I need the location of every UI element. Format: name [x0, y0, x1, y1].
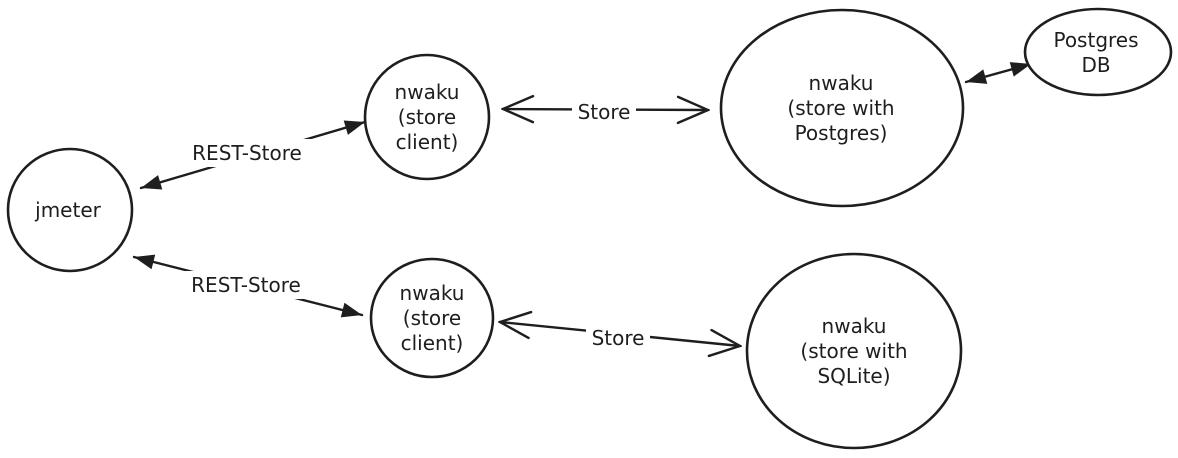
node-label-line: nwaku	[822, 314, 887, 338]
node-nwaku-store-postgres-shape	[719, 8, 965, 208]
edge-label-store-top: Store	[578, 100, 631, 124]
node-nwaku-store-sqlite: nwaku (store with SQLite)	[745, 252, 963, 450]
node-jmeter-label: jmeter	[34, 198, 101, 222]
node-nwaku-store-sqlite-shape	[745, 252, 963, 450]
node-jmeter-shape	[6, 147, 134, 273]
node-label-line: (store with	[800, 339, 907, 363]
node-label-line: (store	[403, 306, 461, 330]
node-nwaku-store-client-bottom: nwaku (store client)	[369, 257, 495, 379]
node-label-line: nwaku	[400, 281, 465, 305]
node-label-line: nwaku	[395, 80, 460, 104]
node-label-line: DB	[1081, 53, 1110, 77]
node-jmeter: jmeter	[6, 147, 134, 273]
node-label-line: SQLite)	[817, 364, 890, 388]
node-label-line: client)	[396, 130, 459, 154]
edge-label-mask	[181, 271, 311, 299]
edge-label-rest-store-top: REST-Store	[192, 141, 302, 165]
node-label-line: Postgres)	[795, 121, 888, 145]
node-label-line: (store with	[787, 96, 894, 120]
node-label-line: client)	[401, 331, 464, 355]
node-nwaku-store-postgres: nwaku (store with Postgres)	[719, 8, 965, 208]
edge-line	[964, 62, 1033, 84]
edge-jmeter-client-top: REST-Store	[139, 120, 367, 190]
edge-label-mask	[572, 97, 636, 124]
node-label-line: Postgres	[1053, 28, 1138, 52]
edge-postgres-db-link	[964, 62, 1033, 84]
node-nwaku-store-client-top: nwaku (store client)	[363, 53, 491, 181]
edge-client-top-postgres: Store	[503, 97, 708, 124]
edge-label-mask	[182, 139, 312, 167]
node-postgres-db-shape	[1023, 7, 1173, 97]
node-label-line: (store	[398, 105, 456, 129]
edge-jmeter-client-bottom: REST-Store	[132, 254, 364, 318]
node-nwaku-store-client-bottom-shape	[369, 257, 495, 379]
node-label-line: nwaku	[809, 71, 874, 95]
edge-label-rest-store-bottom: REST-Store	[191, 273, 301, 297]
node-nwaku-store-client-top-shape	[363, 53, 491, 181]
node-postgres-db: Postgres DB	[1023, 7, 1173, 97]
edge-label-store-bottom: Store	[592, 326, 645, 350]
edge-client-bottom-sqlite: Store	[500, 322, 740, 351]
edge-label-mask	[586, 324, 650, 351]
